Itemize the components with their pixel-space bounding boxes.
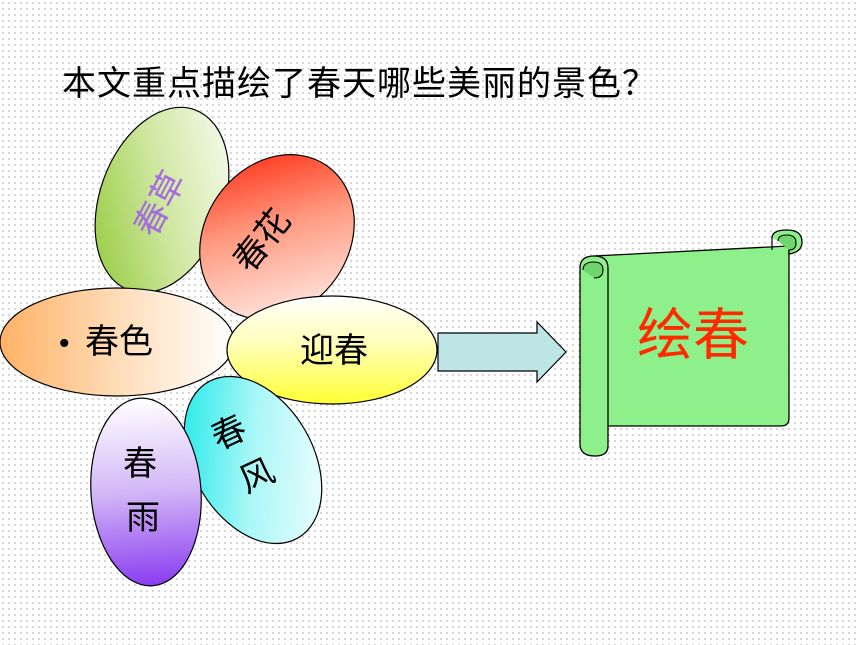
petal-chunhua: 春花 bbox=[199, 154, 355, 320]
scroll-label: 绘春 bbox=[637, 304, 749, 369]
bullet-dot: • bbox=[56, 328, 73, 361]
petal-chunyu-label-1: 春 bbox=[123, 444, 157, 484]
slide-title: 本文重点描绘了春天哪些美丽的景色？ bbox=[62, 64, 657, 104]
petal-yingchun-label: 迎春 bbox=[300, 331, 368, 371]
petal-yingchun: 迎春 bbox=[226, 295, 438, 405]
petal-chunfeng: 春 风 bbox=[183, 375, 323, 545]
petal-chunyu: 春 雨 bbox=[90, 397, 202, 587]
petal-chunyu-label-2: 雨 bbox=[126, 498, 160, 538]
right-arrow-icon bbox=[437, 320, 567, 384]
scroll-banner: 绘春 bbox=[579, 229, 803, 457]
petal-chunse-label: 春色 bbox=[85, 322, 153, 362]
petal-chunse: • 春色 bbox=[0, 287, 235, 397]
